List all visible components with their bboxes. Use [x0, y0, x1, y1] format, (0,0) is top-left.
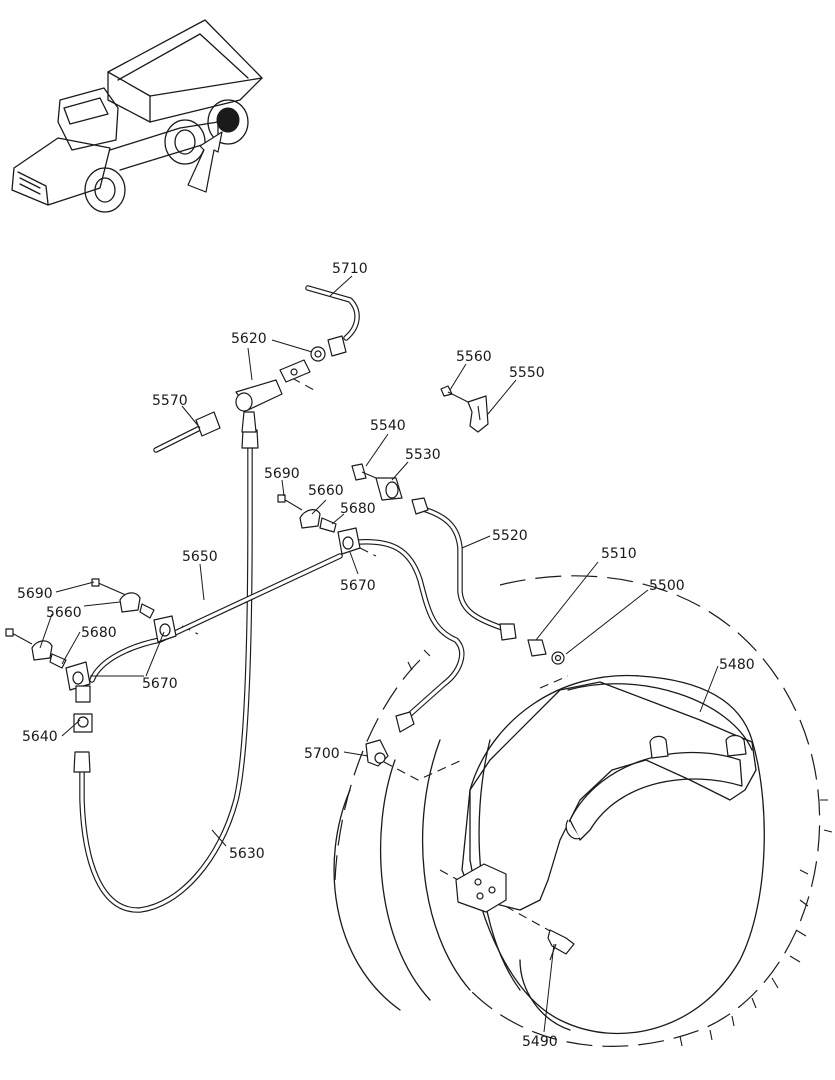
callout-5680-left: 5680	[81, 625, 117, 641]
pipe-5630	[73, 429, 259, 913]
callout-5530: 5530	[405, 447, 441, 463]
clamp-group-upper	[277, 494, 361, 555]
callout-5540: 5540	[370, 418, 406, 434]
union-5640	[73, 685, 93, 733]
hose-5570	[153, 411, 221, 453]
callout-5490: 5490	[522, 1034, 558, 1050]
pipe-5710	[305, 285, 360, 357]
pipe-5520	[411, 497, 517, 641]
transmission-housing	[333, 575, 833, 1047]
pipe-5650	[89, 553, 343, 683]
truck-locator-thumbnail	[11, 19, 263, 213]
callout-5480: 5480	[719, 657, 755, 673]
callout-5660-left: 5660	[46, 605, 82, 621]
callout-5630: 5630	[229, 846, 265, 862]
callout-5680-upper: 5680	[340, 501, 376, 517]
callout-5510: 5510	[601, 546, 637, 562]
fittings-5540-5530	[351, 463, 403, 501]
callout-5550: 5550	[509, 365, 545, 381]
bracket-5550	[440, 385, 489, 433]
elbow-5700	[365, 739, 389, 767]
callout-5670-upper: 5670	[340, 578, 376, 594]
callout-5650: 5650	[182, 549, 218, 565]
callout-5690-upper: 5690	[264, 466, 300, 482]
callout-5660-upper: 5660	[308, 483, 344, 499]
tee-5620	[235, 346, 326, 433]
callout-5570: 5570	[152, 393, 188, 409]
callout-5690-left: 5690	[17, 586, 53, 602]
callout-5700: 5700	[304, 746, 340, 762]
callout-5710: 5710	[332, 261, 368, 277]
callout-5520: 5520	[492, 528, 528, 544]
callout-5500: 5500	[649, 578, 685, 594]
callout-5670-left: 5670	[142, 676, 178, 692]
bolt-5490	[547, 929, 575, 961]
callout-5620: 5620	[231, 331, 267, 347]
callout-5640: 5640	[22, 729, 58, 745]
clamp-group-left	[5, 578, 177, 691]
callout-5560: 5560	[456, 349, 492, 365]
pipe-5700	[355, 538, 465, 733]
leader-lines	[39, 275, 719, 1033]
callout-labels: 5710 5620 5570 5560 5550 5540 5530 5690 …	[17, 261, 755, 1050]
fittings-5510-5500	[527, 639, 565, 665]
